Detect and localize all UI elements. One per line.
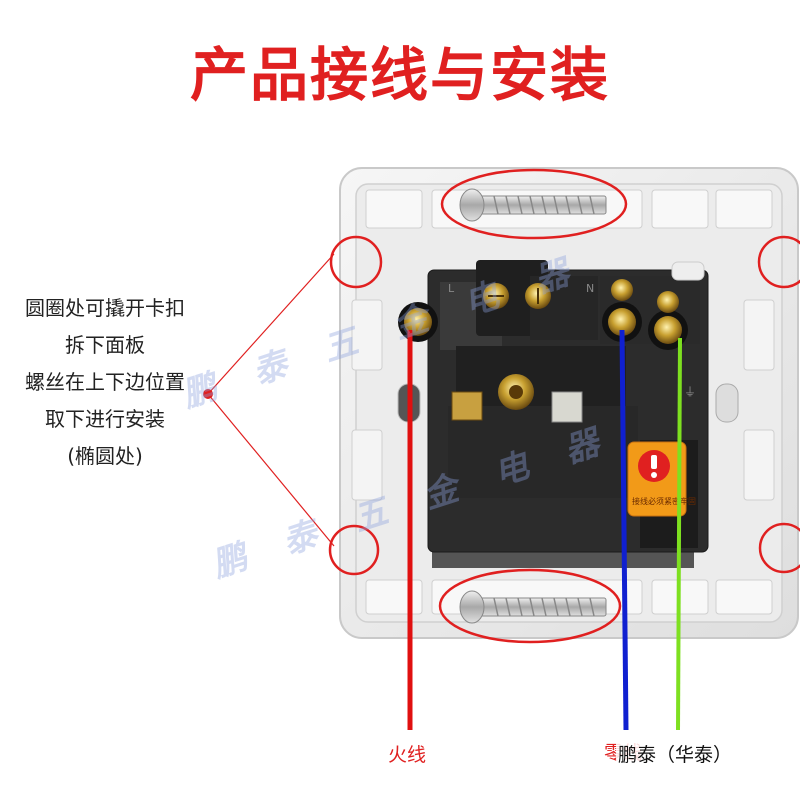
instruction-line-1: 圆圈处可撬开卡扣 bbox=[25, 296, 185, 320]
pointer-dot bbox=[203, 389, 213, 399]
live-wire-label: 火线 bbox=[388, 744, 427, 766]
pointer-line-top bbox=[207, 253, 335, 395]
top-screw-callout-ellipse bbox=[440, 168, 628, 240]
clip-circle-top-right bbox=[757, 235, 800, 289]
clip-circle-top-left bbox=[329, 235, 383, 289]
warning-sticker-text: 接线必须紧密牢固 bbox=[632, 496, 696, 506]
instruction-line-4: 取下进行安装 bbox=[45, 407, 165, 431]
terminal-mark-ground: ⏚ bbox=[684, 385, 696, 399]
neutral-wire bbox=[619, 329, 629, 731]
live-terminal-screw bbox=[404, 308, 432, 336]
terminal-screws bbox=[398, 279, 688, 423]
instruction-line-3: 螺丝在上下边位置 bbox=[25, 370, 185, 394]
bottom-screw-callout-ellipse bbox=[438, 568, 622, 644]
ground-terminal-screw bbox=[654, 316, 682, 344]
clip-circle-bottom-left bbox=[328, 524, 380, 576]
instruction-line-5: (椭圆处) bbox=[67, 444, 143, 468]
instruction-line-2: 拆下面板 bbox=[65, 333, 145, 357]
terminal-mark-n: N bbox=[586, 282, 594, 295]
ground-wire bbox=[676, 337, 682, 731]
terminal-mark-l: L bbox=[448, 282, 455, 295]
warning-sticker: 接线必须紧密牢固 bbox=[627, 441, 696, 517]
bottom-mounting-screw bbox=[459, 590, 607, 624]
pointer-line-bottom bbox=[207, 393, 335, 547]
page-title: 产品接线与安装 bbox=[189, 41, 610, 109]
brand-label: 鹏泰（华泰） bbox=[616, 740, 735, 767]
clip-circle-bottom-right bbox=[758, 522, 800, 574]
top-mounting-screw bbox=[459, 188, 607, 222]
installation-instructions: 圆圈处可撬开卡扣 拆下面板 螺丝在上下边位置 取下进行安装 (椭圆处) bbox=[0, 290, 210, 475]
neutral-terminal-screw bbox=[608, 308, 636, 336]
